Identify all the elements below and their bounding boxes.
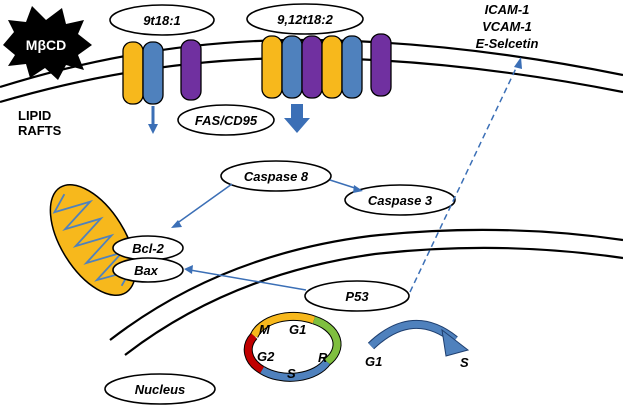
arrow-caspase8-to-caspase3 [329, 179, 359, 190]
receptor-yellow-3 [321, 35, 343, 99]
p53-label: P53 [345, 289, 369, 304]
nuclear-envelope-inner [124, 246, 623, 356]
cycle-label-m: M [259, 322, 271, 337]
cycle-label-g2: G2 [257, 349, 275, 364]
arrowhead-icam [514, 57, 522, 69]
transition-g1-label: G1 [365, 354, 382, 369]
receptor-blue-3 [341, 35, 363, 99]
caspase8-oval [220, 160, 332, 192]
fas-label: FAS/CD95 [195, 113, 258, 128]
caspase8-label: Caspase 8 [244, 169, 309, 184]
fas-oval [177, 104, 275, 136]
receptor-yellow-2 [261, 35, 283, 99]
receptor-blue-2 [281, 35, 303, 99]
caspase3-oval [344, 184, 456, 216]
arrowhead-caspase3 [353, 185, 363, 193]
nucleus-label: Nucleus [135, 382, 186, 397]
bcl2-label: Bcl-2 [132, 241, 165, 256]
caspase3-label: Caspase 3 [368, 193, 433, 208]
fa1-label: 9t18:1 [143, 13, 181, 28]
bax-oval [112, 257, 184, 283]
nuclear-envelope-outer [109, 228, 623, 341]
raft2-arrow [284, 104, 310, 133]
raft1-arrow-head [148, 124, 158, 134]
rafts-label: RAFTS [18, 123, 62, 138]
arrowhead-mito [171, 220, 182, 228]
fa2-oval [246, 3, 364, 35]
mbcd-label: MβCD [26, 37, 66, 53]
receptor-purple-1 [180, 39, 202, 101]
nucleus-oval [104, 373, 216, 405]
bax-label: Bax [134, 263, 159, 278]
fa1-oval [109, 4, 215, 36]
arrow-p53-to-bax [189, 269, 307, 291]
receptor-purple-3 [370, 33, 392, 97]
eselectin-label: E-Selcetin [476, 36, 539, 51]
fa2-label: 9,12t18:2 [277, 12, 333, 27]
receptor-purple-2 [301, 35, 323, 99]
g1-to-s-arrowhead [441, 328, 470, 357]
dashed-arrow-p53-to-icam [409, 63, 519, 293]
vcam-label: VCAM-1 [482, 19, 532, 34]
lipid-label: LIPID [18, 108, 51, 123]
arrow-caspase8-to-mito [175, 183, 233, 225]
cycle-label-r: R [318, 350, 328, 365]
arrowhead-bax [184, 265, 193, 274]
cell-cycle [243, 311, 342, 382]
cycle-label-s: S [287, 366, 296, 381]
mbcd-star [3, 6, 92, 80]
cycle-label-g1: G1 [289, 322, 306, 337]
receptor-yellow-1 [122, 41, 144, 105]
mitochondrion-cristae [52, 193, 132, 287]
p53-oval [304, 280, 410, 312]
transition-s-label: S [460, 355, 469, 370]
receptor-blue-1 [142, 41, 164, 105]
icam-label: ICAM-1 [485, 2, 530, 17]
